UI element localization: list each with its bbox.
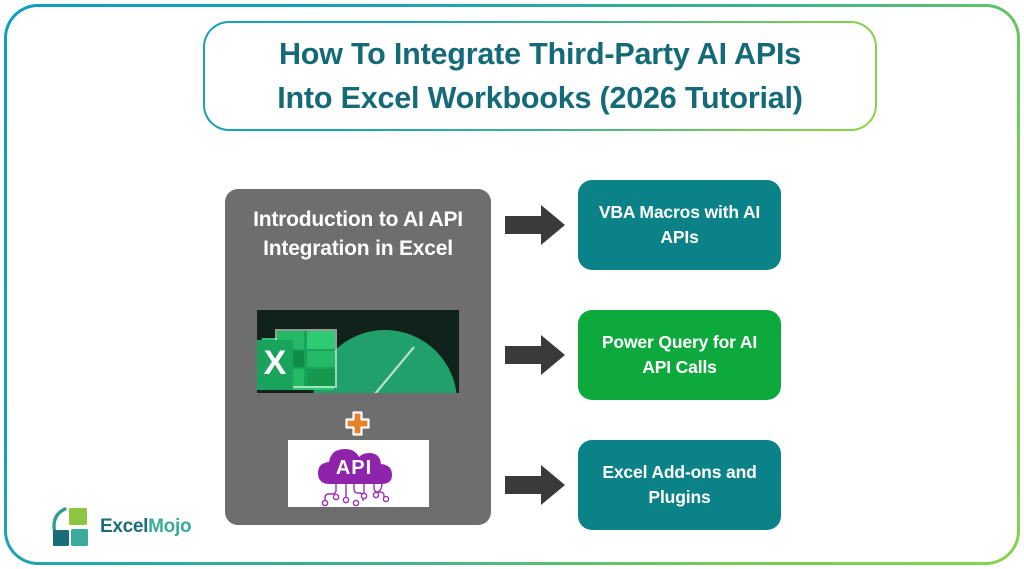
topic-card-label: VBA Macros with AI APIs (598, 202, 761, 247)
page-title-line-2: Into Excel Workbooks (2026 Tutorial) (277, 81, 803, 115)
main-topic-panel: Introduction to AI API Integration in Ex… (225, 189, 491, 525)
right-arrow-icon (504, 464, 566, 506)
topic-card-power-query[interactable]: Power Query for AI API Calls (578, 310, 781, 400)
right-arrow-icon (504, 204, 566, 246)
title-banner-inner: How To Integrate Third-Party AI APIs Int… (205, 23, 875, 129)
orange-plus-icon (345, 411, 370, 436)
svg-text:API: API (336, 457, 372, 479)
page-title-line-1: How To Integrate Third-Party AI APIs (278, 37, 802, 71)
right-arrow-icon (504, 334, 566, 376)
topic-card-label: Power Query for AI API Calls (601, 332, 758, 377)
topic-card-vba-macros[interactable]: VBA Macros with AI APIs (578, 180, 781, 270)
topic-card-excel-addons[interactable]: Excel Add-ons and Plugins (578, 440, 781, 530)
topic-card-label: Excel Add-ons and Plugins (602, 462, 757, 507)
excelmojo-logo-icon (49, 504, 95, 550)
title-banner: How To Integrate Third-Party AI APIs Int… (203, 21, 877, 131)
brand-name-part-1: Excel (100, 516, 149, 537)
excel-spreadsheet-icon: X (257, 310, 459, 393)
page-canvas: How To Integrate Third-Party AI APIs Int… (7, 7, 1017, 562)
page-gradient-border: How To Integrate Third-Party AI APIs Int… (4, 4, 1020, 565)
api-cloud-circuit-icon: API (288, 440, 429, 507)
svg-text:X: X (264, 344, 287, 382)
brand-name: ExcelMojo (100, 516, 192, 538)
brand-logo[interactable]: ExcelMojo (49, 504, 192, 550)
brand-name-part-2: Mojo (148, 516, 192, 537)
main-topic-heading: Introduction to AI API Integration in Ex… (253, 208, 463, 260)
